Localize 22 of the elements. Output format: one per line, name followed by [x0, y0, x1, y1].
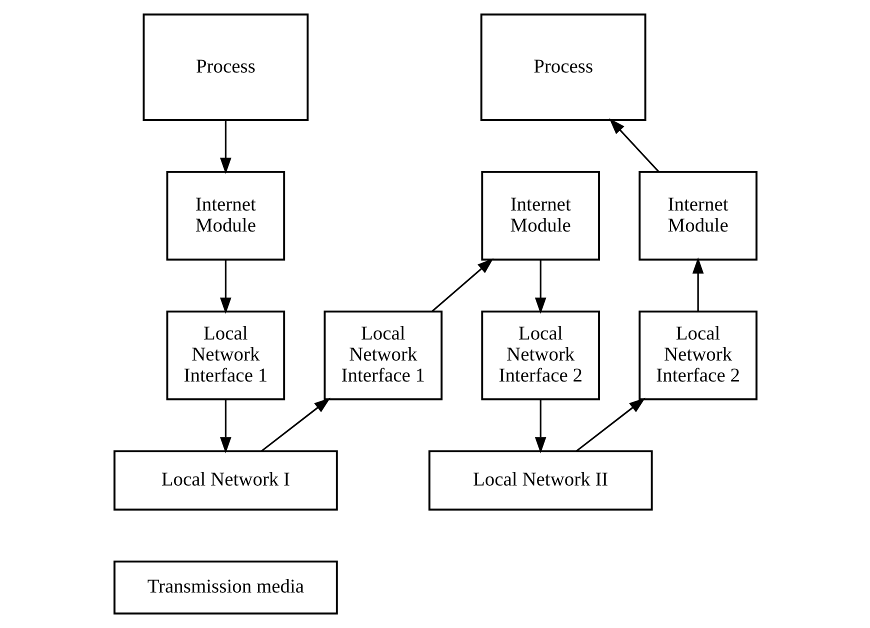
node-box: Internet Module	[480, 170, 600, 261]
arrow	[220, 120, 231, 174]
arrow	[534, 260, 546, 314]
node-box: Process	[142, 14, 308, 121]
arrow	[220, 400, 231, 454]
arrow	[608, 118, 659, 172]
node-box: Internet Module	[166, 170, 285, 261]
node-box: Local Network II	[428, 450, 652, 511]
arrow	[431, 258, 493, 312]
arrow	[260, 398, 330, 452]
arrow	[534, 400, 546, 454]
arrow	[692, 257, 704, 312]
node-box: Local Network Interface 2	[480, 310, 600, 400]
node-box: Local Network I	[113, 450, 338, 511]
arrow	[575, 398, 645, 452]
arrow	[220, 260, 231, 314]
node-box: Local Network Interface 1	[166, 310, 285, 400]
node-box: Local Network Interface 1	[323, 310, 442, 400]
node-box: Transmission media	[113, 560, 338, 614]
node-box: Internet Module	[638, 170, 757, 261]
node-box: Local Network Interface 2	[638, 310, 757, 400]
node-box: Process	[480, 14, 646, 121]
